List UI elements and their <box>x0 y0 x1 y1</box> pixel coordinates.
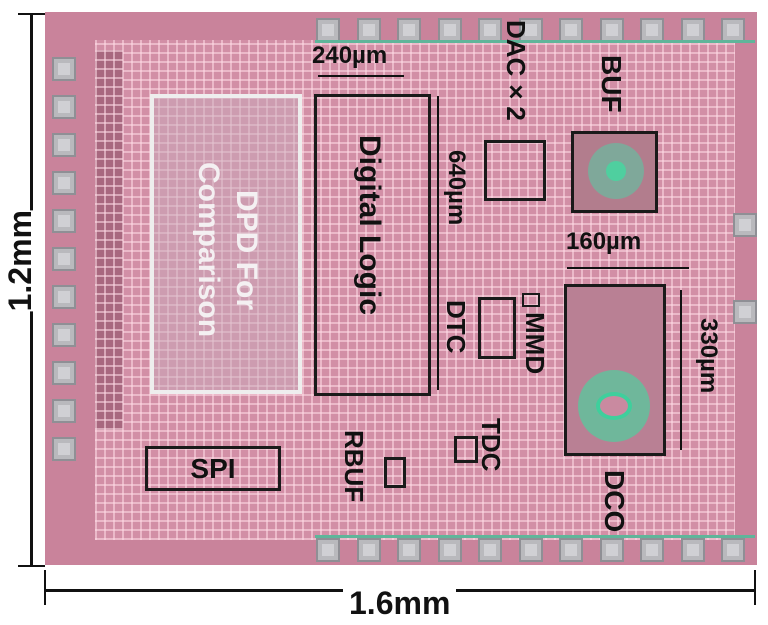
width-arrow-dco <box>567 267 689 269</box>
dtc-label: DTC <box>441 300 471 354</box>
tdc-label: TDC <box>476 418 506 472</box>
width-arrow-digital <box>318 75 404 77</box>
bond-pad <box>316 538 340 562</box>
bond-pad <box>52 133 76 157</box>
tdc-block <box>454 436 478 463</box>
height-tick-bottom <box>18 565 45 567</box>
dco-width-label: 160µm <box>566 228 642 255</box>
pad-ring-strip <box>95 50 123 430</box>
width-tick-right <box>754 570 756 605</box>
height-tick-top <box>18 13 45 15</box>
die-width-label: 1.6mm <box>343 585 457 622</box>
bond-pad <box>356 538 381 562</box>
bond-pad <box>478 18 502 42</box>
bond-pad <box>437 538 462 562</box>
digital-logic-label: Digital Logic <box>353 135 386 315</box>
bond-pad <box>559 538 583 562</box>
height-arrow-dco <box>680 290 682 450</box>
spi-block: SPI <box>145 446 281 491</box>
bond-pad <box>52 209 76 233</box>
bond-pad <box>397 18 421 42</box>
spi-label: SPI <box>190 452 236 484</box>
buf-label: BUF <box>596 55 627 113</box>
dpd-block <box>150 94 302 394</box>
dco-height-label: 330µm <box>695 318 722 394</box>
bond-pad <box>680 18 705 42</box>
bond-pad <box>478 538 502 562</box>
bond-pad <box>52 285 76 309</box>
bond-pad <box>721 538 745 562</box>
bond-pad <box>52 323 76 347</box>
dpd-label: DPD For Comparison <box>192 162 263 338</box>
mmd-block <box>522 293 540 307</box>
dac-label: DAC×2 <box>501 20 531 121</box>
bond-pad <box>640 18 664 42</box>
digital-logic-block <box>314 94 431 396</box>
width-tick-left <box>44 570 46 605</box>
bond-pad <box>52 361 76 385</box>
bond-pad <box>599 538 624 562</box>
bond-pad <box>397 538 421 562</box>
bond-pad <box>680 538 705 562</box>
bond-pad <box>52 437 76 461</box>
bond-pad <box>356 18 381 42</box>
bond-pad <box>437 18 462 42</box>
bond-pad <box>599 18 624 42</box>
dco-core <box>596 392 632 420</box>
die-height-label: 1.2mm <box>2 210 39 312</box>
bond-pad <box>640 538 664 562</box>
pad-bus-top <box>315 40 755 43</box>
buf-core <box>606 161 626 181</box>
bond-pad <box>52 247 76 271</box>
bond-pad <box>316 18 340 42</box>
dco-label: DCO <box>599 470 630 533</box>
dtc-block <box>478 297 516 359</box>
bond-pad <box>559 18 583 42</box>
mmd-label: MMD <box>520 312 550 375</box>
digital-height-label: 640µm <box>443 150 470 226</box>
bond-pad <box>518 538 543 562</box>
pad-bus-bottom <box>315 535 755 538</box>
digital-width-label: 240µm <box>312 42 388 69</box>
bond-pad <box>52 57 76 81</box>
bond-pad <box>52 95 76 119</box>
bond-pad <box>721 18 745 42</box>
rbuf-label: RBUF <box>339 430 369 503</box>
height-arrow-digital <box>437 96 439 390</box>
bond-pad <box>52 399 76 423</box>
bond-pad <box>733 213 757 237</box>
rbuf-block <box>384 457 406 488</box>
dac-block <box>484 140 546 201</box>
bond-pad <box>52 171 76 195</box>
bond-pad <box>733 300 757 324</box>
